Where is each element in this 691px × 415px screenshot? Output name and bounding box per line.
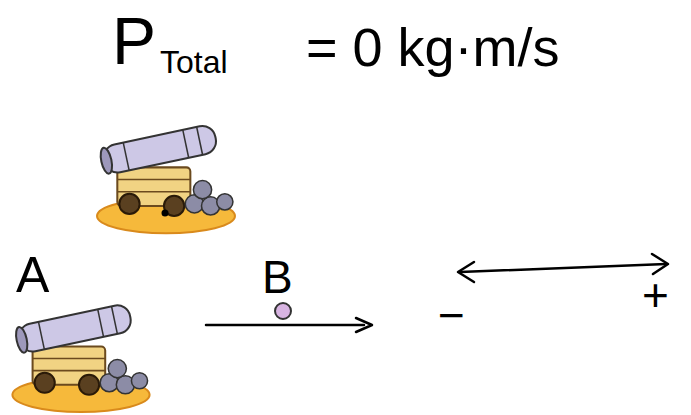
cannonball-b: [275, 303, 291, 319]
sign-negative: −: [438, 292, 465, 338]
arrowhead: [356, 318, 372, 332]
object-label: B: [262, 254, 293, 300]
velocity-arrow: [206, 324, 364, 327]
axis-arrow: [460, 264, 666, 272]
dot: [162, 210, 169, 217]
sign-positive: +: [642, 272, 669, 318]
momentum-symbol: P: [112, 8, 156, 74]
cannon-upper: [97, 124, 235, 234]
subscript: Total: [160, 46, 228, 78]
arrowhead-right: [652, 254, 668, 274]
object-label: A: [16, 250, 49, 300]
momentum-value: = 0 kg·m/s: [306, 20, 560, 74]
arrowhead-left: [458, 262, 474, 282]
cannon-a: [12, 303, 149, 412]
